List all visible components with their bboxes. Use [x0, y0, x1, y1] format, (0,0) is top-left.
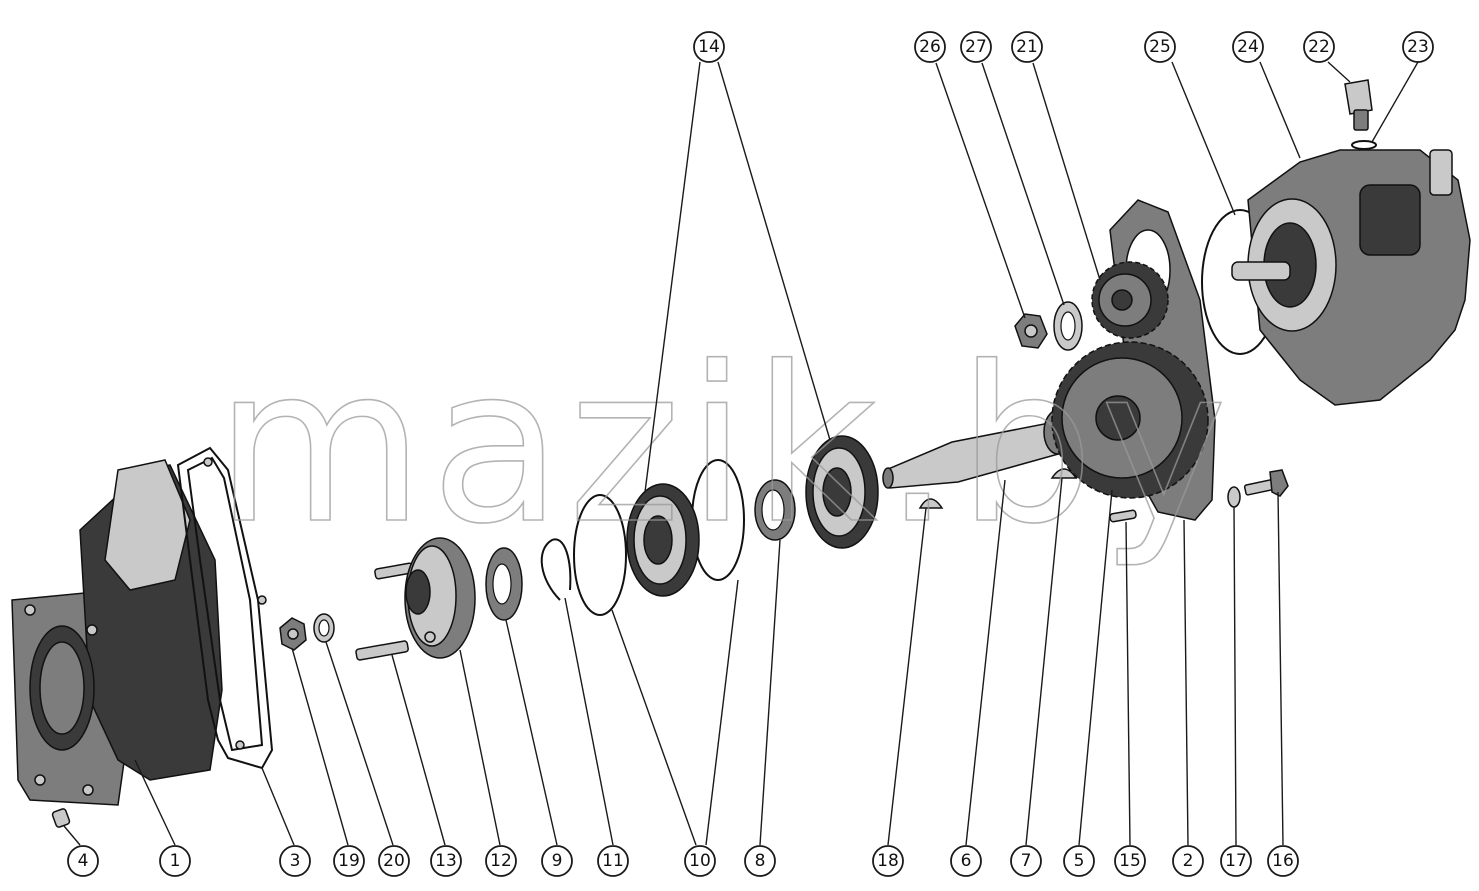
callout-19: 19 — [333, 845, 365, 877]
svg-text:3: 3 — [290, 851, 301, 871]
part-13-studs — [355, 562, 414, 661]
svg-text:24: 24 — [1237, 37, 1259, 57]
svg-text:7: 7 — [1021, 851, 1032, 871]
svg-text:21: 21 — [1016, 37, 1038, 57]
part-24-pump — [1231, 149, 1471, 406]
callout-5: 5 — [1063, 845, 1095, 877]
part-20-washer — [313, 613, 335, 643]
part-4-pin — [51, 808, 71, 828]
part-26-nut — [1014, 313, 1048, 349]
callout-3: 3 — [279, 845, 311, 877]
callout-15: 15 — [1114, 845, 1146, 877]
svg-text:20: 20 — [383, 851, 405, 871]
part-23-seal — [1351, 140, 1377, 150]
svg-text:23: 23 — [1407, 37, 1429, 57]
svg-text:12: 12 — [490, 851, 512, 871]
callout-26: 26 — [914, 31, 946, 63]
part-11-clip — [540, 538, 572, 601]
part-5-gear — [1051, 341, 1209, 499]
callout-1: 1 — [159, 845, 191, 877]
callout-8: 8 — [744, 845, 776, 877]
svg-text:17: 17 — [1225, 851, 1247, 871]
callouts: 14 26 27 21 25 24 22 23 4 1 3 19 20 13 1… — [67, 31, 1434, 877]
callout-27: 27 — [960, 31, 992, 63]
callout-18: 18 — [872, 845, 904, 877]
part-12-flange — [404, 537, 476, 659]
part-15-pin — [1109, 509, 1137, 523]
svg-text:18: 18 — [877, 851, 899, 871]
callout-22: 22 — [1303, 31, 1335, 63]
leader-lines — [63, 61, 1419, 846]
callout-6: 6 — [950, 845, 982, 877]
svg-text:5: 5 — [1074, 851, 1085, 871]
part-14-bearings — [626, 435, 879, 597]
callout-25: 25 — [1144, 31, 1176, 63]
callout-14: 14 — [693, 31, 725, 63]
svg-text:11: 11 — [602, 851, 624, 871]
part-22-fitting — [1344, 79, 1373, 131]
part-16-bolt — [1243, 469, 1289, 497]
part-19-nut — [279, 617, 307, 651]
svg-text:8: 8 — [755, 851, 766, 871]
callout-13: 13 — [430, 845, 462, 877]
callout-7: 7 — [1010, 845, 1042, 877]
callout-11: 11 — [597, 845, 629, 877]
callout-16: 16 — [1267, 845, 1299, 877]
part-1-housing — [11, 459, 223, 806]
svg-text:6: 6 — [961, 851, 972, 871]
callout-24: 24 — [1232, 31, 1264, 63]
part-18-7-keys — [918, 468, 1078, 509]
parts-drawing — [11, 79, 1471, 828]
svg-text:14: 14 — [698, 37, 720, 57]
svg-text:19: 19 — [338, 851, 360, 871]
svg-text:25: 25 — [1149, 37, 1171, 57]
callout-4: 4 — [67, 845, 99, 877]
part-21-gear — [1091, 261, 1169, 339]
svg-text:27: 27 — [965, 37, 987, 57]
svg-text:16: 16 — [1272, 851, 1294, 871]
svg-text:13: 13 — [435, 851, 457, 871]
svg-text:26: 26 — [919, 37, 941, 57]
svg-text:10: 10 — [689, 851, 711, 871]
svg-text:22: 22 — [1308, 37, 1330, 57]
callout-12: 12 — [485, 845, 517, 877]
callout-23: 23 — [1402, 31, 1434, 63]
svg-text:9: 9 — [552, 851, 563, 871]
callout-17: 17 — [1220, 845, 1252, 877]
svg-text:1: 1 — [170, 851, 181, 871]
svg-text:2: 2 — [1183, 851, 1194, 871]
part-9-lockwasher — [485, 547, 523, 621]
callout-21: 21 — [1011, 31, 1043, 63]
callout-20: 20 — [378, 845, 410, 877]
callout-9: 9 — [541, 845, 573, 877]
part-27-washer — [1053, 301, 1083, 351]
callout-2: 2 — [1172, 845, 1204, 877]
svg-text:15: 15 — [1119, 851, 1141, 871]
svg-text:4: 4 — [78, 851, 89, 871]
watermark: mazik.by — [215, 320, 1233, 571]
part-8-sleeve — [754, 479, 796, 541]
callout-10: 10 — [684, 845, 716, 877]
